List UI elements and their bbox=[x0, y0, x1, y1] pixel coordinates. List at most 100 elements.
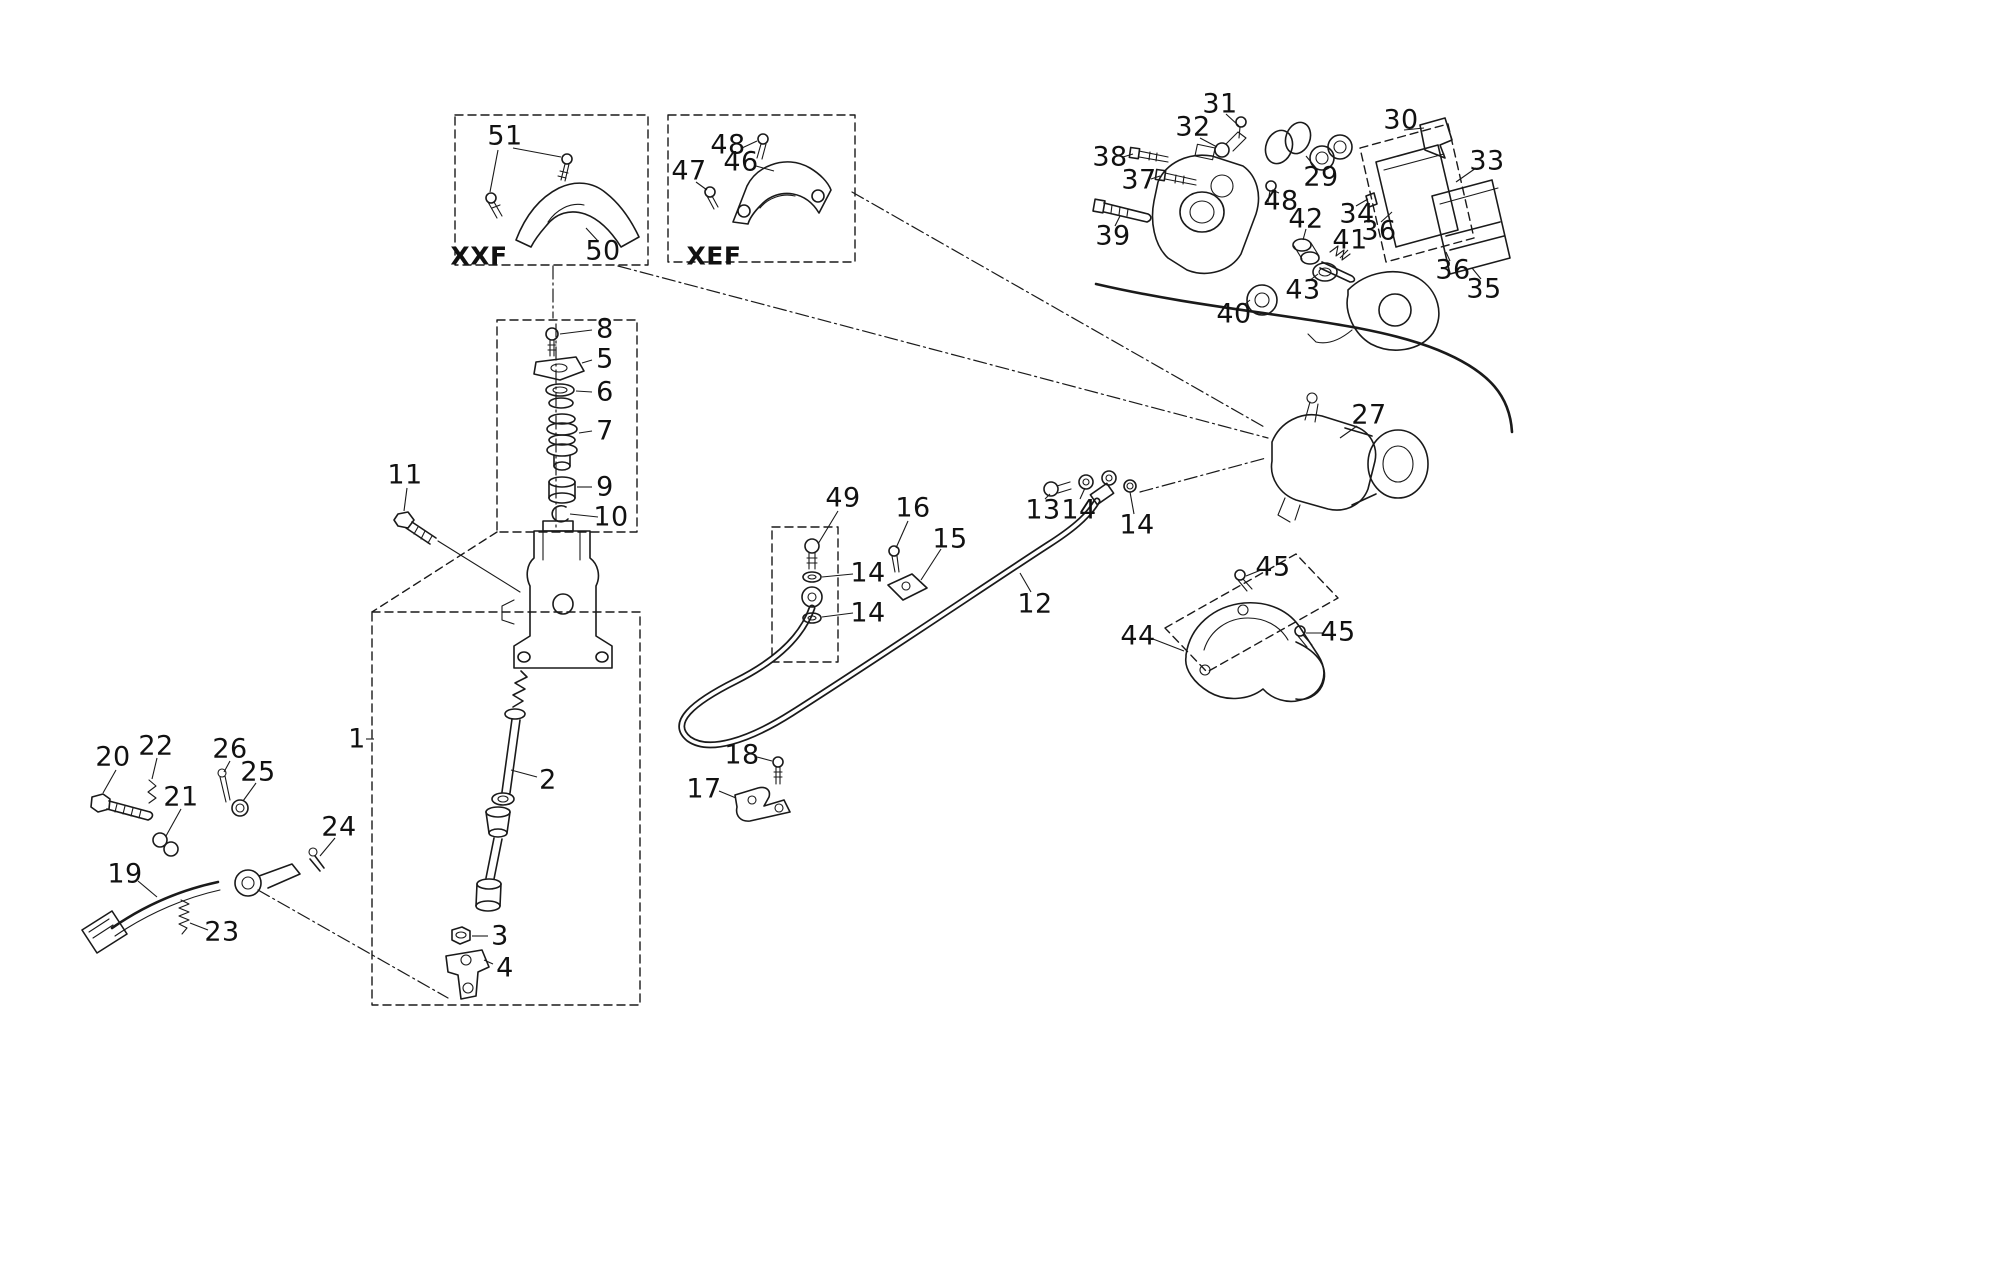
callout-48-12: 48 bbox=[1263, 185, 1299, 217]
callout-20-46: 20 bbox=[95, 741, 131, 773]
pushrod-drawing bbox=[475, 670, 528, 912]
clip-22-icon bbox=[147, 779, 157, 804]
hose-clamp-drawing bbox=[734, 756, 791, 822]
spring-icon bbox=[512, 670, 528, 708]
box-connector-line bbox=[371, 531, 498, 613]
caliper-27-drawing bbox=[1270, 392, 1429, 523]
banjo-bolt-49-icon bbox=[804, 538, 820, 554]
pin-39-icon bbox=[1092, 198, 1106, 214]
callout-51-0: 51 bbox=[487, 120, 523, 152]
bushing-40-icon bbox=[1246, 284, 1278, 316]
callout-24-51: 24 bbox=[321, 811, 357, 843]
leader-lines bbox=[102, 113, 1482, 965]
callout-40-21: 40 bbox=[1216, 298, 1252, 330]
brake-hose-drawing bbox=[678, 470, 1137, 749]
screw-47-icon bbox=[704, 186, 716, 198]
callout-25-49: 25 bbox=[240, 756, 276, 788]
callout-49-30: 49 bbox=[825, 482, 861, 514]
screw-48-icon bbox=[757, 133, 769, 145]
bracket-30-icon bbox=[1419, 117, 1453, 159]
bolt-11-icon bbox=[393, 511, 415, 529]
callout-14-33: 14 bbox=[1061, 494, 1097, 526]
pushrod-assembly-box bbox=[371, 611, 641, 1006]
callout-14-36: 14 bbox=[850, 557, 886, 589]
spring-23-icon bbox=[178, 899, 190, 935]
nut-clevis-drawing bbox=[445, 926, 490, 1000]
callout-6-24: 6 bbox=[596, 376, 614, 408]
callout-45-39: 45 bbox=[1255, 551, 1291, 583]
callout-27-29: 27 bbox=[1351, 399, 1387, 431]
callout-21-50: 21 bbox=[163, 781, 199, 813]
section-label-xxf: XXF bbox=[450, 241, 508, 271]
nut-3-icon bbox=[451, 926, 471, 945]
pedal-arm-icon bbox=[110, 880, 220, 930]
callout-15-35: 15 bbox=[932, 523, 968, 555]
snap-ring-10-icon bbox=[551, 504, 569, 523]
callout-36-18: 36 bbox=[1435, 254, 1471, 286]
xxf-box bbox=[454, 114, 649, 266]
bracket-50-drawing bbox=[485, 153, 640, 248]
banjo-icon bbox=[801, 586, 823, 608]
clamp-17-icon bbox=[734, 786, 791, 822]
callout-29-11: 29 bbox=[1303, 161, 1339, 193]
callout-7-25: 7 bbox=[596, 415, 614, 447]
torque-bracket-icon bbox=[1346, 271, 1440, 351]
washer-25-icon bbox=[231, 799, 249, 817]
callout-1-42: 1 bbox=[348, 723, 366, 755]
bolt-16-icon bbox=[888, 545, 900, 557]
banjo-32-icon bbox=[1214, 142, 1230, 158]
screw-45-icon bbox=[1234, 569, 1246, 581]
screw-45b-icon bbox=[1294, 625, 1306, 637]
callout-37-9: 37 bbox=[1121, 164, 1157, 196]
plate-5-icon bbox=[533, 356, 585, 381]
pedal-drawing bbox=[81, 768, 325, 954]
boot-7-icon bbox=[548, 413, 576, 425]
callout-35-19: 35 bbox=[1466, 273, 1502, 305]
shim-36-icon bbox=[1445, 221, 1505, 251]
callout-48-3: 48 bbox=[710, 129, 746, 161]
callout-34-14: 34 bbox=[1339, 198, 1375, 230]
callout-42-13: 42 bbox=[1288, 203, 1324, 235]
gasket-6-icon bbox=[545, 383, 575, 397]
bolt-11-drawing bbox=[393, 511, 521, 593]
callout-13-32: 13 bbox=[1025, 494, 1061, 526]
callout-18-44: 18 bbox=[724, 739, 760, 771]
cotter-pin-26-icon bbox=[217, 768, 227, 778]
screw-51-icon bbox=[561, 153, 573, 165]
hose-12-icon bbox=[678, 497, 1101, 749]
guard-drawing bbox=[1184, 569, 1326, 703]
boot-42-icon bbox=[1292, 238, 1312, 252]
callout-14-37: 14 bbox=[850, 597, 886, 629]
callout-9-26: 9 bbox=[596, 471, 614, 503]
callout-46-4: 46 bbox=[723, 146, 759, 178]
callout-36-15: 36 bbox=[1361, 215, 1397, 247]
caliper-exploded-drawing bbox=[1092, 116, 1511, 351]
bolt-38-icon bbox=[1128, 146, 1141, 160]
callout-4-55: 4 bbox=[496, 952, 514, 984]
brake-pad-35-icon bbox=[1431, 179, 1511, 275]
bolt-31-icon bbox=[1235, 116, 1247, 128]
clevis-4-icon bbox=[445, 949, 490, 1000]
callout-39-17: 39 bbox=[1095, 220, 1131, 252]
callout-31-5: 31 bbox=[1202, 88, 1238, 120]
bleed-screw-icon bbox=[1306, 392, 1318, 404]
bracket-46-drawing bbox=[704, 133, 832, 225]
clamp-15-icon bbox=[887, 573, 928, 601]
centerlines bbox=[257, 191, 1269, 999]
master-cylinder-parts-box bbox=[496, 319, 638, 533]
callout-2-43: 2 bbox=[539, 764, 557, 796]
callout-38-8: 38 bbox=[1092, 141, 1128, 173]
callout-33-10: 33 bbox=[1469, 145, 1505, 177]
callout-5-23: 5 bbox=[596, 343, 614, 375]
piston-9-icon bbox=[548, 476, 576, 488]
bolt-37-icon bbox=[1154, 168, 1167, 182]
brake-pad-33-icon bbox=[1375, 144, 1459, 248]
callout-26-48: 26 bbox=[212, 733, 248, 765]
callout-10-27: 10 bbox=[593, 501, 629, 533]
master-cylinder-body-drawing bbox=[501, 520, 613, 669]
guard-bracket-box bbox=[1164, 553, 1339, 673]
assembly-brace-curve bbox=[1094, 282, 1514, 434]
piston-29-icon bbox=[1264, 129, 1294, 165]
section-label-xef: XEF bbox=[686, 241, 742, 271]
